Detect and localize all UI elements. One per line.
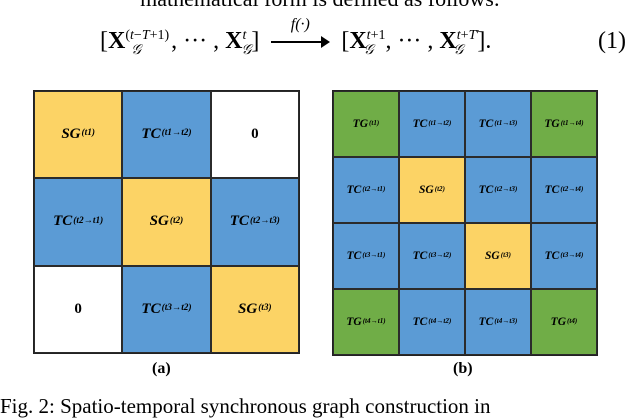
matrix-a-cell: 0	[34, 265, 123, 353]
equation-1: [X(t−T+1)𝒢, ··· , Xt𝒢] f(·) [Xt+1𝒢, ··· …	[0, 16, 640, 72]
matrix-b-cell: SG(t2)	[399, 157, 465, 223]
matrix-b-cell: TG(t4→t1)	[333, 289, 399, 355]
cell-superscript: (t3)	[258, 302, 272, 313]
paragraph-line: mathematical form is defined as follows:	[0, 0, 640, 12]
cell-superscript: (t3→t2)	[428, 250, 452, 259]
matrix-b-cell: TC(t3→t2)	[399, 223, 465, 289]
cell-superscript: (t2→t1)	[362, 184, 386, 193]
matrix-a-cell: SG(t2)	[122, 178, 211, 266]
cell-symbol: TC	[229, 213, 249, 230]
cell-symbol: TC	[412, 118, 428, 130]
cell-symbol: SG	[419, 184, 434, 196]
matrix-b-cell: TC(t4→t2)	[399, 289, 465, 355]
cell-symbol: 0	[251, 126, 259, 143]
cell-superscript: (t1)	[81, 128, 95, 139]
matrix-b-cell: TC(t1→t3)	[465, 91, 531, 157]
matrix-b-cell: TG(t1)	[333, 91, 399, 157]
cell-superscript: (t4)	[567, 316, 578, 325]
cell-symbol: TC	[346, 250, 362, 262]
cell-superscript: (t4→t3)	[494, 316, 518, 325]
caption-a: (a)	[152, 360, 171, 377]
matrix-b-cell: TG(t4)	[531, 289, 597, 355]
cell-superscript: (t2→t4)	[560, 184, 584, 193]
arrow-label: f(·)	[290, 16, 310, 34]
cell-symbol: 0	[74, 300, 82, 317]
cell-symbol: TG	[544, 118, 560, 130]
cell-superscript: (t2→t3)	[249, 215, 280, 226]
cell-symbol: TG	[346, 316, 362, 328]
equation-number: (1)	[598, 28, 626, 54]
cell-symbol: SG	[149, 213, 169, 230]
cell-superscript: (t2→t3)	[494, 184, 518, 193]
cell-superscript: (t3→t4)	[560, 250, 584, 259]
matrix-a-cell: TC(t3→t2)	[122, 265, 211, 353]
cell-symbol: SG	[238, 300, 258, 317]
cell-symbol: TC	[478, 184, 494, 196]
caption-b: (b)	[453, 360, 473, 377]
matrix-b-cell: TC(t2→t1)	[333, 157, 399, 223]
equation-lhs: [X(t−T+1)𝒢, ··· , Xt𝒢]	[100, 28, 260, 58]
cell-superscript: (t1→t4)	[560, 118, 584, 127]
matrix-b-cell: TC(t4→t3)	[465, 289, 531, 355]
cell-symbol: TC	[412, 250, 428, 262]
cell-superscript: (t4→t1)	[362, 316, 386, 325]
cell-symbol: TC	[412, 316, 428, 328]
cell-superscript: (t1→t2)	[428, 118, 452, 127]
cell-superscript: (t3→t2)	[161, 302, 192, 313]
cell-superscript: (t2)	[434, 184, 445, 193]
cell-symbol: TC	[478, 118, 494, 130]
matrix-b-cell: TC(t2→t3)	[465, 157, 531, 223]
cell-symbol: TC	[544, 250, 560, 262]
cell-symbol: TC	[53, 213, 73, 230]
cell-superscript: (t1→t2)	[161, 128, 192, 139]
cell-superscript: (t4→t2)	[428, 316, 452, 325]
cell-superscript: (t3→t1)	[362, 250, 386, 259]
cell-superscript: (t1)	[369, 118, 380, 127]
matrix-b-cell: TC(t3→t4)	[531, 223, 597, 289]
cell-symbol: SG	[485, 250, 500, 262]
cell-symbol: TC	[141, 300, 161, 317]
matrix-b-cell: TG(t1→t4)	[531, 91, 597, 157]
mapping-arrow: f(·)	[269, 16, 331, 54]
matrix-a-cell: TC(t2→t3)	[210, 178, 299, 266]
cell-symbol: TC	[478, 316, 494, 328]
cell-symbol: TC	[141, 126, 161, 143]
figure-caption: Fig. 2: Spatio-temporal synchronous grap…	[0, 394, 491, 418]
matrix-a-cell: TC(t1→t2)	[122, 91, 211, 179]
matrix-b-cell: TC(t1→t2)	[399, 91, 465, 157]
matrix-b: TG(t1)TC(t1→t2)TC(t1→t3)TG(t1→t4)TC(t2→t…	[332, 90, 598, 356]
matrix-b-cell: TC(t2→t4)	[531, 157, 597, 223]
cell-symbol: TG	[352, 118, 369, 130]
matrix-b-cell: TC(t3→t1)	[333, 223, 399, 289]
cell-superscript: (t1→t3)	[494, 118, 518, 127]
matrix-a-cell: TC(t2→t1)	[34, 178, 123, 266]
cell-superscript: (t3)	[500, 250, 511, 259]
cell-superscript: (t2)	[169, 215, 184, 226]
cell-symbol: TC	[346, 184, 362, 196]
cell-symbol: SG	[61, 126, 81, 143]
matrix-a-cell: SG(t1)	[34, 91, 123, 179]
matrix-b-cell: SG(t3)	[465, 223, 531, 289]
equation-rhs: [Xt+1𝒢, ··· , Xt+T′𝒢].	[341, 28, 492, 58]
equation-body: [X(t−T+1)𝒢, ··· , Xt𝒢] f(·) [Xt+1𝒢, ··· …	[100, 16, 492, 59]
matrix-a-cell: SG(t3)	[210, 265, 299, 353]
cell-symbol: TG	[550, 316, 567, 328]
cell-superscript: (t2→t1)	[73, 215, 104, 226]
cell-symbol: TC	[544, 184, 560, 196]
matrix-a-cell: 0	[210, 91, 299, 179]
